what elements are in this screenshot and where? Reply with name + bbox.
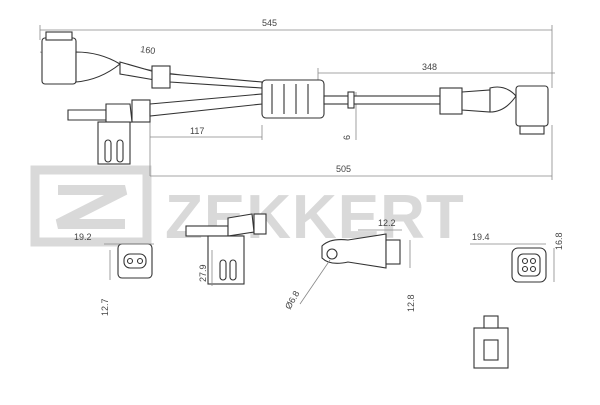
dim-plug2-width: 19.4 [472,232,490,242]
plug2-dims [470,243,555,282]
left-sleeve [119,61,156,81]
mounting-tab-body [321,233,387,269]
dim-sensor-height: 27.9 [198,264,208,282]
junction-sleeve [261,79,325,119]
dim-right-lead: 348 [422,62,437,72]
dim-plug1-height: 12.7 [100,298,110,316]
main-cable [323,95,441,105]
bolt-hole [326,248,338,260]
sensor-elbow [105,103,133,125]
dim-plug2-height: 16.8 [554,232,564,250]
logo-frame [30,165,152,247]
dim-tab-height: 12.8 [406,294,416,312]
dim-lower-length: 505 [336,164,351,174]
mounting-tab-dims [299,229,411,305]
lower-cable [149,93,263,117]
small-connector-window [483,339,499,361]
right-connector-latch [519,125,545,135]
plug-face-detail [117,243,153,279]
right-sleeve [461,89,491,113]
dim-cable-diameter: 6 [342,135,352,140]
dim-branch-left: 160 [140,44,156,56]
dim-plug1-width: 19.2 [74,232,92,242]
dim-overall-length: 545 [262,18,277,28]
left-connector [41,37,77,85]
sensor-body [97,121,131,165]
left-connector-latch [45,31,73,41]
dim-bolt-hole: Ø6.8 [283,289,301,311]
sensor-grommet [131,99,151,123]
cable-clip [347,91,355,109]
dim-branch-short: 117 [190,126,204,136]
dim-tab-width: 12.2 [378,218,396,228]
right-boot [489,86,517,113]
mounting-tab-neck [385,239,401,265]
left-grommet [151,65,171,89]
plug2-inner [517,253,541,277]
logo-z-mark [55,185,128,229]
small-connector-cap [483,315,499,329]
plug-face-pins [123,253,147,269]
sensor-side-grommet [253,213,267,235]
upper-cable [169,73,263,89]
sensor-side-body [207,235,245,285]
cable-assembly [41,31,549,165]
sensor-slot-2 [116,139,124,163]
plug-face-dims [104,243,154,280]
sensor-head-top [67,109,107,121]
right-grommet [439,87,463,115]
sensor-side-detail [185,213,267,285]
mounting-tab-detail [321,233,401,269]
right-connector [515,85,549,127]
left-boot [75,51,121,83]
sensor-side-top [185,225,229,237]
plug2-detail [473,247,547,369]
sensor-side-elbow [227,213,255,237]
sensor-slot-1 [104,139,112,163]
